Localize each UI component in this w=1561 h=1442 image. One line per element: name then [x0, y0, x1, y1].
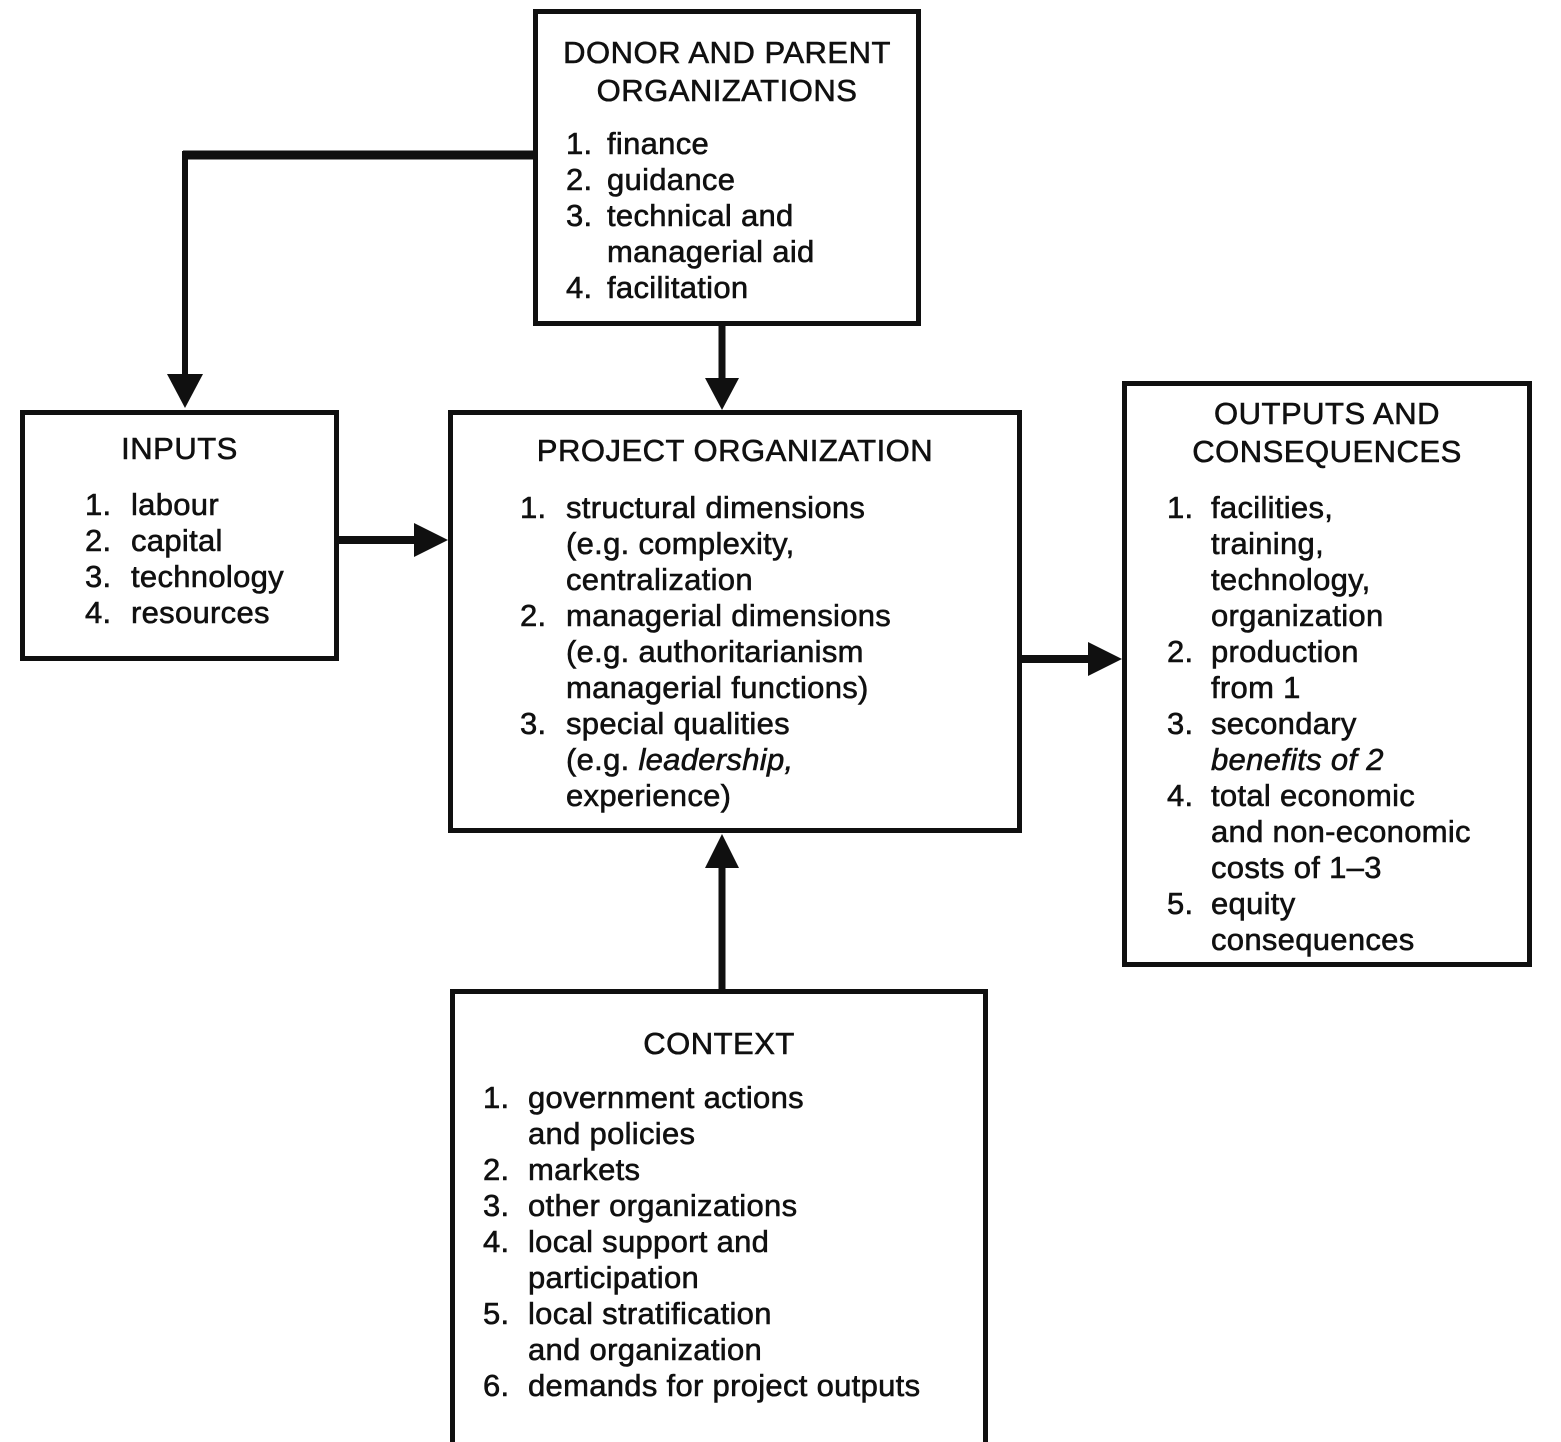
list-item-text: technical and managerial aid: [607, 198, 815, 270]
arrowhead-up-icon: [705, 834, 739, 868]
arrowhead-right-icon: [414, 523, 448, 557]
list-item-number: 2.: [520, 598, 547, 634]
list-item: 4. resources: [85, 595, 328, 631]
list-item-text: local stratification and organization: [528, 1296, 772, 1368]
list-item: 3. special qualities (e.g. leadership, ex…: [520, 706, 1007, 814]
list-item-number: 2.: [1167, 634, 1194, 670]
list-item-number: 1.: [566, 126, 593, 162]
list-item-text: other organizations: [528, 1188, 798, 1224]
list-item: 1. finance: [566, 126, 906, 162]
list-item: 6. demands for project outputs: [483, 1368, 977, 1404]
list-item-text: capital: [131, 523, 223, 559]
list-item-number: 4.: [566, 270, 593, 306]
list-item-number: 2.: [483, 1152, 510, 1188]
list-item-text: secondary benefits of 2: [1211, 706, 1384, 778]
box-context: CONTEXT 1. government actions and policie…: [450, 989, 988, 1442]
list-item-number: 3.: [85, 559, 112, 595]
list-item-text: government actions and policies: [528, 1080, 804, 1152]
list-item-number: 4.: [1167, 778, 1194, 814]
list-item: 2. markets: [483, 1152, 977, 1188]
box-title: OUTPUTS AND CONSEQUENCES: [1192, 396, 1462, 470]
list-item-text: structural dimensions (e.g. complexity, …: [566, 490, 866, 598]
list-item: 2. managerial dimensions (e.g. authoritar…: [520, 598, 1007, 706]
list-item: 1. labour: [85, 487, 328, 523]
list-item-number: 3.: [483, 1188, 510, 1224]
arrow-context-to-project: [705, 834, 739, 992]
list-item: 4. facilitation: [566, 270, 906, 306]
box-title: INPUTS: [121, 431, 238, 467]
list-item: 3. secondary benefits of 2: [1167, 706, 1521, 778]
list-item: 2. guidance: [566, 162, 906, 198]
list-item-text: equity consequences: [1211, 886, 1415, 958]
outputs-item-list: 1. facilities, training, technology, orga…: [1127, 471, 1527, 958]
box-title: DONOR AND PARENT ORGANIZATIONS: [563, 35, 891, 109]
list-item-text: finance: [607, 126, 710, 162]
list-item-text: resources: [131, 595, 270, 631]
list-item-text: managerial dimensions (e.g. authoritaria…: [566, 598, 892, 706]
list-item-number: 3.: [1167, 706, 1194, 742]
list-item-text: markets: [528, 1152, 641, 1188]
arrow-project-to-outputs: [1021, 642, 1122, 676]
list-item-number: 1.: [1167, 490, 1194, 526]
list-item-number: 1.: [483, 1080, 510, 1116]
arrowhead-down-icon: [167, 374, 203, 408]
project-item-list: 1. structural dimensions (e.g. complexity…: [453, 470, 1017, 814]
list-item-number: 3.: [566, 198, 593, 234]
list-item: 1. facilities, training, technology, orga…: [1167, 490, 1521, 634]
list-item-number: 1.: [85, 487, 112, 523]
list-item-text: local support and participation: [528, 1224, 770, 1296]
context-item-list: 1. government actions and policies 2. marke…: [455, 1063, 983, 1404]
arrow-donor-to-inputs: [167, 150, 536, 408]
list-item-text: special qualities (e.g. leadership, expe…: [566, 706, 794, 813]
arrowhead-down-icon: [705, 378, 739, 410]
list-item: 1. structural dimensions (e.g. complexity…: [520, 490, 1007, 598]
list-item-text: production from 1: [1211, 634, 1359, 706]
donor-item-list: 1. finance 2. guidance 3. technical and manag…: [538, 110, 916, 306]
list-item: 4. total economic and non-economic costs …: [1167, 778, 1521, 886]
list-item-number: 3.: [520, 706, 547, 742]
list-item-text: guidance: [607, 162, 736, 198]
list-item-text: facilitation: [607, 270, 749, 306]
list-item: 3. other organizations: [483, 1188, 977, 1224]
list-item-number: 2.: [566, 162, 593, 198]
box-title: CONTEXT: [643, 1026, 795, 1062]
box-inputs: INPUTS 1. labour 2. capital 3. technology 4. re…: [20, 410, 339, 661]
list-item: 2. capital: [85, 523, 328, 559]
list-item: 4. local support and participation: [483, 1224, 977, 1296]
list-item: 5. local stratification and organization: [483, 1296, 977, 1368]
list-item-number: 2.: [85, 523, 112, 559]
arrowhead-right-icon: [1088, 642, 1122, 676]
box-outputs-and-consequences: OUTPUTS AND CONSEQUENCES 1. facilities, t…: [1122, 381, 1532, 967]
list-item-number: 5.: [483, 1296, 510, 1332]
list-item-text: technology: [131, 559, 284, 595]
list-item-number: 4.: [85, 595, 112, 631]
list-item: 3. technical and managerial aid: [566, 198, 906, 270]
box-project-organization: PROJECT ORGANIZATION 1. structural dimens…: [448, 410, 1022, 833]
arrow-inputs-to-project: [338, 523, 448, 557]
list-item: 1. government actions and policies: [483, 1080, 977, 1152]
box-title: PROJECT ORGANIZATION: [536, 433, 934, 469]
list-item: 5. equity consequences: [1167, 886, 1521, 958]
list-item: 2. production from 1: [1167, 634, 1521, 706]
list-item-number: 1.: [520, 490, 547, 526]
list-item-text: demands for project outputs: [528, 1368, 921, 1404]
list-item-number: 6.: [483, 1368, 510, 1404]
box-donor-and-parent-organizations: DONOR AND PARENT ORGANIZATIONS 1. finance…: [533, 9, 921, 326]
list-item-text: total economic and non-economic costs of…: [1211, 778, 1471, 886]
list-item-text: facilities, training, technology, organi…: [1211, 490, 1384, 634]
arrow-donor-to-project: [705, 324, 739, 410]
list-item-number: 4.: [483, 1224, 510, 1260]
list-item: 3. technology: [85, 559, 328, 595]
inputs-item-list: 1. labour 2. capital 3. technology 4. resources: [25, 468, 334, 631]
list-item-text: labour: [131, 487, 219, 523]
list-item-number: 5.: [1167, 886, 1194, 922]
